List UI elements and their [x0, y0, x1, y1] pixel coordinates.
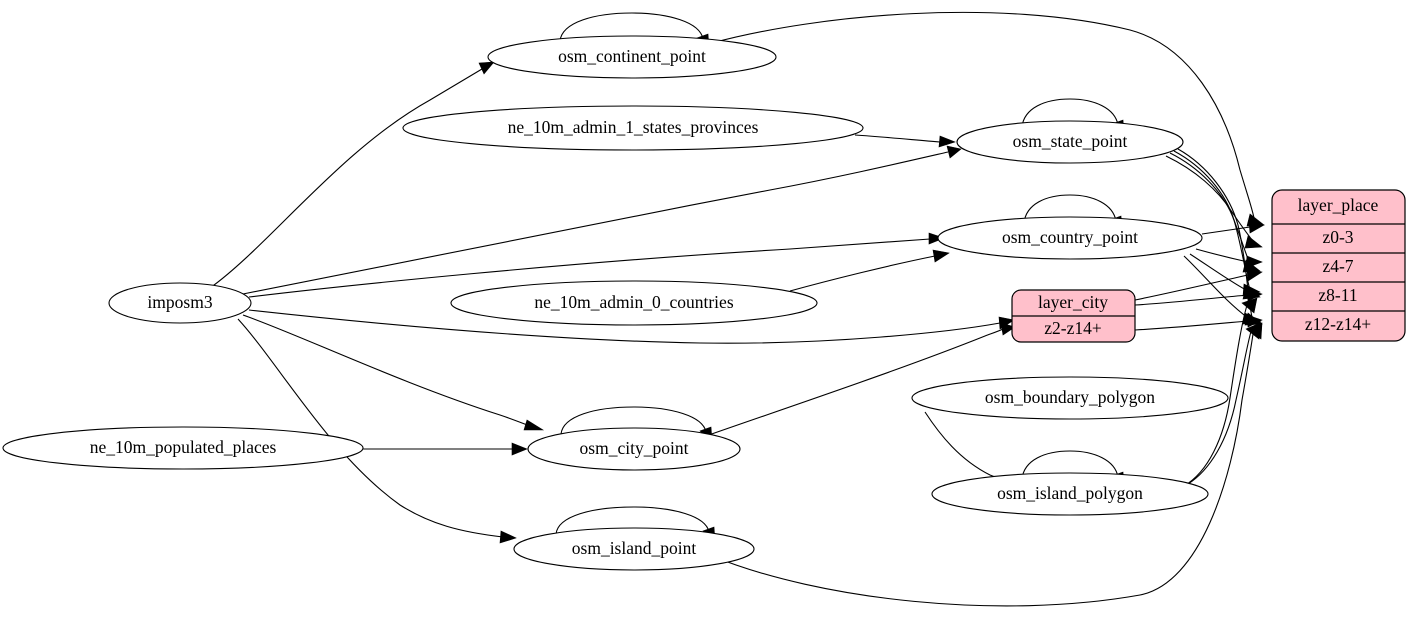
- record-row-layer-place-title: layer_place: [1298, 195, 1379, 215]
- node-label-osm-boundary-polygon: osm_boundary_polygon: [985, 387, 1155, 407]
- node-osm-city-point[interactable]: osm_city_point: [527, 427, 741, 471]
- node-label-osm-island-polygon: osm_island_polygon: [997, 483, 1143, 503]
- node-osm-state-point[interactable]: osm_state_point: [956, 120, 1184, 164]
- edge-ne-populated-places-to-osm-city-point: [363, 442, 528, 456]
- edge-imposm3-to-osm-island-point: [237, 318, 517, 544]
- node-label-ne-10m-populated-places: ne_10m_populated_places: [90, 437, 277, 457]
- node-label-ne-10m-admin-0-countries: ne_10m_admin_0_countries: [534, 292, 733, 312]
- node-label-osm-continent-point: osm_continent_point: [558, 46, 706, 66]
- record-row-layer-place-z0-3: z0-3: [1322, 227, 1353, 247]
- node-ne-10m-admin-0-countries[interactable]: ne_10m_admin_0_countries: [450, 280, 818, 326]
- node-imposm3[interactable]: imposm3: [108, 282, 252, 324]
- record-node-layer-city[interactable]: layer_city z2-z14+: [1011, 289, 1136, 343]
- node-label-imposm3: imposm3: [147, 292, 212, 312]
- record-row-layer-place-z4-7: z4-7: [1322, 256, 1353, 276]
- node-osm-boundary-polygon[interactable]: osm_boundary_polygon: [911, 376, 1229, 420]
- record-node-layer: layer_city z2-z14+ layer_place z0-3 z4-7…: [1011, 189, 1406, 343]
- edge-osm-island-polygon-to-layer-place: [1183, 297, 1261, 487]
- edge-imposm3-to-osm-country-point: [248, 232, 945, 298]
- edge-osm-island-point-to-layer-place: [711, 322, 1263, 607]
- node-label-osm-country-point: osm_country_point: [1002, 227, 1138, 247]
- edge-osm-city-point-to-layer-city: [705, 322, 1016, 437]
- node-label-ne-10m-admin-1-states-provinces: ne_10m_admin_1_states_provinces: [508, 117, 759, 137]
- edge-imposm3-to-osm-state-point: [242, 145, 962, 295]
- edge-imposm3-to-osm-city-point: [242, 314, 545, 431]
- node-label-osm-island-point: osm_island_point: [572, 538, 697, 558]
- edge-ne-admin-1-to-osm-state-point: [854, 134, 956, 148]
- node-layer: imposm3 ne_10m_populated_places ne_10m_a…: [2, 35, 1229, 571]
- record-row-layer-place-z8-11: z8-11: [1318, 285, 1357, 305]
- node-osm-island-point[interactable]: osm_island_point: [513, 527, 755, 571]
- node-osm-island-polygon[interactable]: osm_island_polygon: [931, 472, 1209, 516]
- node-ne-10m-admin-1-states-provinces[interactable]: ne_10m_admin_1_states_provinces: [402, 105, 864, 151]
- record-node-layer-place[interactable]: layer_place z0-3 z4-7 z8-11 z12-z14+: [1271, 189, 1406, 342]
- edge-layer-city-to-layer-place: [1134, 268, 1263, 331]
- record-row-layer-place-z12-z14: z12-z14+: [1305, 314, 1371, 334]
- node-label-osm-city-point: osm_city_point: [580, 438, 689, 458]
- record-row-layer-city-title: layer_city: [1038, 292, 1108, 312]
- edge-ne-admin-0-to-osm-country-point: [789, 249, 950, 292]
- record-row-layer-city-z2-z14: z2-z14+: [1044, 318, 1102, 338]
- edge-imposm3-to-osm-continent-point: [209, 61, 495, 289]
- node-ne-10m-populated-places[interactable]: ne_10m_populated_places: [2, 426, 364, 470]
- node-label-osm-state-point: osm_state_point: [1013, 131, 1128, 151]
- node-osm-continent-point[interactable]: osm_continent_point: [487, 35, 777, 79]
- node-osm-country-point[interactable]: osm_country_point: [937, 216, 1203, 260]
